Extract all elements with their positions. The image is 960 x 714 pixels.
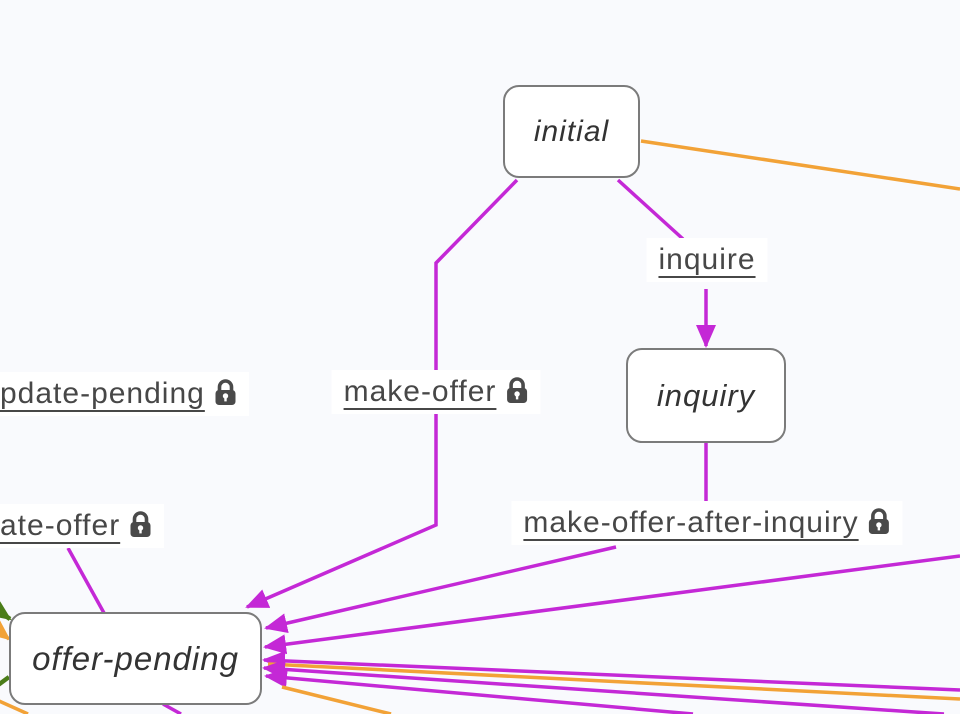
edge-left-orange-in bbox=[0, 618, 11, 641]
edge-right-orange bbox=[267, 662, 960, 701]
edge-bottomright-incoming-2 bbox=[264, 667, 694, 714]
transition-text: inquire bbox=[658, 243, 756, 276]
transition-label-update-offer[interactable]: ate-offer bbox=[0, 504, 165, 548]
edge-bottomright-incoming-1 bbox=[262, 659, 945, 714]
state-name: inquiry bbox=[656, 377, 756, 413]
lock-icon bbox=[215, 379, 236, 405]
transition-text: make-offer-after-inquiry bbox=[523, 506, 859, 539]
edge-bottom-orange-out bbox=[281, 685, 392, 714]
edge-bottom-out bbox=[162, 702, 182, 714]
state-name: initial bbox=[533, 114, 610, 148]
edge-inquire-upper bbox=[616, 178, 685, 241]
edge-update-offer bbox=[66, 547, 106, 614]
state-node-initial[interactable]: initial bbox=[503, 85, 640, 178]
transition-text: ate-offer bbox=[0, 509, 121, 542]
state-node-inquiry[interactable]: inquiry bbox=[626, 348, 786, 443]
edge-right-incoming-2 bbox=[262, 650, 960, 692]
edge-left-green-out bbox=[0, 675, 11, 687]
transition-label-make-offer[interactable]: make-offer bbox=[331, 370, 541, 414]
lock-icon bbox=[130, 511, 151, 537]
edge-left-orange-out bbox=[0, 699, 29, 714]
transition-text: pdate-pending bbox=[0, 377, 205, 410]
state-name: offer-pending bbox=[32, 639, 239, 677]
transition-label-inquire[interactable]: inquire bbox=[646, 238, 768, 282]
lock-icon bbox=[506, 377, 527, 403]
lock-icon bbox=[869, 508, 890, 534]
edge-right-incoming-1 bbox=[263, 554, 960, 655]
edge-moai-lower bbox=[264, 545, 617, 634]
state-node-offer-pending[interactable]: offer-pending bbox=[9, 612, 262, 705]
edge-left-green-in bbox=[0, 598, 12, 621]
transition-text: make-offer bbox=[343, 375, 497, 408]
transition-label-update-pending[interactable]: pdate-pending bbox=[0, 372, 249, 416]
edge-initial-orange bbox=[640, 139, 960, 191]
transition-label-make-offer-after-inquiry[interactable]: make-offer-after-inquiry bbox=[511, 501, 903, 545]
